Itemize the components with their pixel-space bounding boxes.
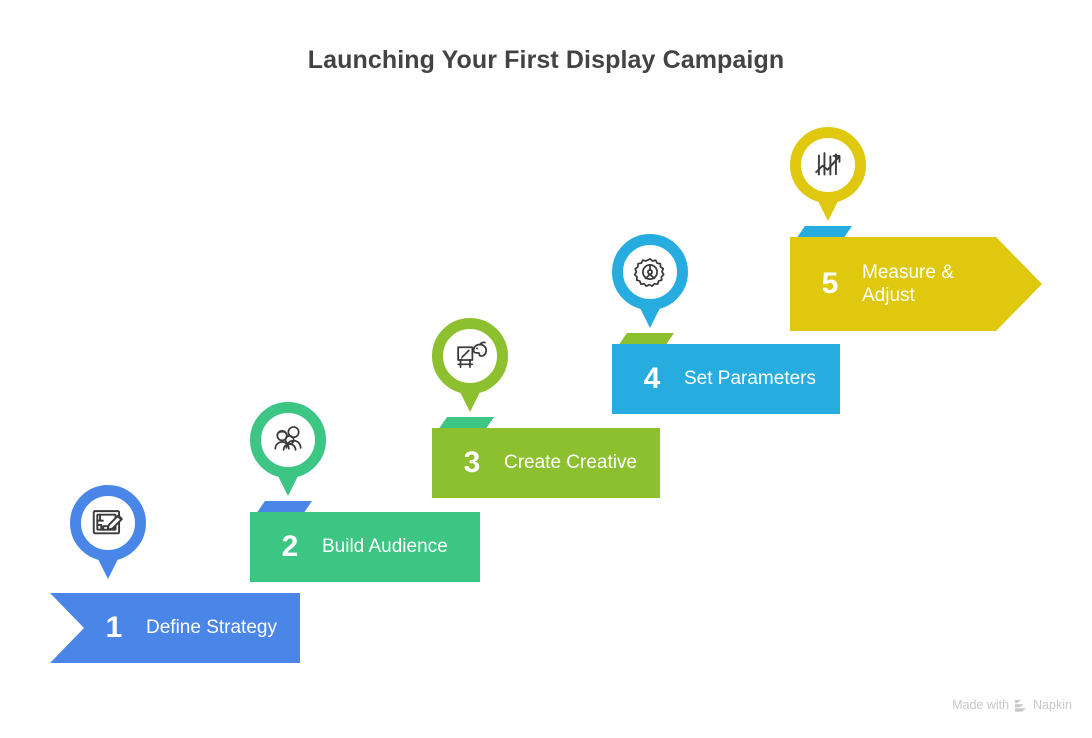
step-5-label: Measure & Adjust bbox=[862, 261, 954, 306]
step-3-pin-tail bbox=[459, 390, 481, 412]
people-group-icon bbox=[269, 421, 307, 459]
step-2-pin-circle bbox=[250, 402, 326, 478]
step-3-number: 3 bbox=[463, 446, 481, 479]
step-4-banner[interactable]: 4 Set Parameters bbox=[612, 344, 840, 414]
step-3-pin-circle bbox=[432, 318, 508, 394]
step-1-pin-tail bbox=[97, 557, 119, 579]
step-3-pin-marker bbox=[432, 318, 508, 412]
step-4-number: 4 bbox=[643, 362, 661, 395]
step-1-banner[interactable]: 1 Define Strategy bbox=[50, 593, 300, 663]
gear-settings-icon bbox=[631, 253, 669, 291]
step-1: 1 Define Strategy bbox=[50, 485, 350, 665]
page-title: Launching Your First Display Campaign bbox=[307, 46, 785, 74]
step-4-pin-marker bbox=[612, 234, 688, 328]
napkin-watermark: Made with Napkin bbox=[952, 698, 1072, 712]
step-2-label: Build Audience bbox=[322, 536, 448, 558]
step-1-label: Define Strategy bbox=[146, 617, 277, 639]
easel-palette-icon bbox=[451, 337, 489, 375]
step-5-pin-tail bbox=[817, 199, 839, 221]
step-4-label: Set Parameters bbox=[684, 368, 816, 390]
watermark-brand: Napkin bbox=[1033, 698, 1072, 712]
step-5: 5 Measure & Adjust bbox=[790, 127, 1050, 337]
step-3: 3 Create Creative bbox=[432, 318, 732, 508]
blueprint-pencil-icon bbox=[89, 504, 127, 542]
watermark-prefix: Made with bbox=[952, 698, 1010, 712]
step-1-pin-marker bbox=[70, 485, 146, 579]
step-4-pin-circle bbox=[612, 234, 688, 310]
step-1-number: 1 bbox=[105, 611, 123, 644]
step-2-pin-marker bbox=[250, 402, 326, 496]
napkin-chevrons-icon bbox=[1014, 699, 1028, 712]
step-4: 4 Set Parameters bbox=[612, 234, 912, 424]
step-2: 2 Build Audience bbox=[250, 402, 550, 592]
step-4-pin-tail bbox=[639, 306, 661, 328]
step-3-label: Create Creative bbox=[504, 452, 638, 474]
step-2-number: 2 bbox=[281, 530, 299, 563]
step-2-pin-tail bbox=[277, 474, 299, 496]
step-3-banner[interactable]: 3 Create Creative bbox=[432, 428, 660, 498]
step-5-pin-marker bbox=[790, 127, 866, 221]
step-5-banner[interactable]: 5 Measure & Adjust bbox=[790, 237, 1042, 331]
step-2-banner[interactable]: 2 Build Audience bbox=[250, 512, 480, 582]
step-1-pin-circle bbox=[70, 485, 146, 561]
step-5-pin-circle bbox=[790, 127, 866, 203]
growth-chart-icon bbox=[809, 146, 847, 184]
step-5-number: 5 bbox=[821, 267, 839, 300]
